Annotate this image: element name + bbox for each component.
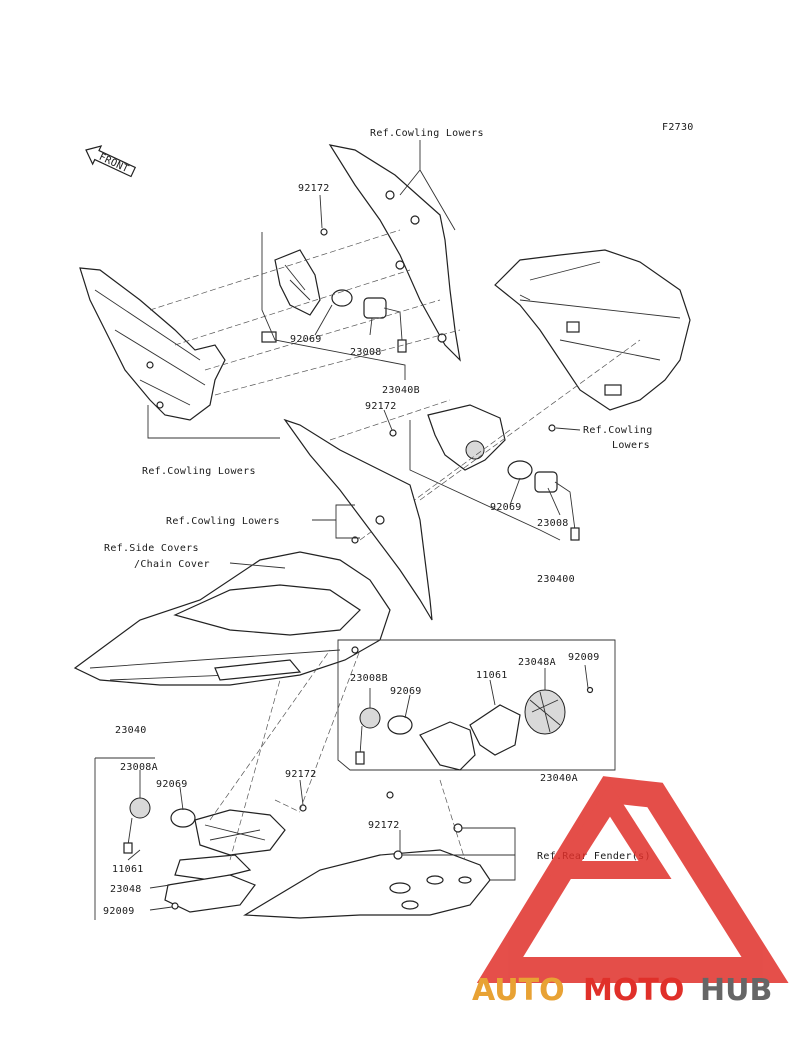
assembly-lines-lower xyxy=(209,649,466,861)
label-23008: 23008 xyxy=(350,347,382,358)
automotohub-watermark-logo: AUTO MOTO HUB xyxy=(472,776,789,1008)
center-side-panel xyxy=(283,418,433,621)
turn-signal-23040A xyxy=(337,639,616,799)
label-11061-b: 11061 xyxy=(112,864,144,875)
label-230400: 230400 xyxy=(537,574,575,585)
rear-fender xyxy=(243,804,491,919)
tail-cover xyxy=(73,551,391,686)
label-92069-b: 92069 xyxy=(490,502,522,513)
label-23040A: 23040A xyxy=(540,773,578,784)
label-23048A: 23048A xyxy=(518,657,556,668)
turn-signal-23040 xyxy=(94,758,286,920)
label-92009-a: 92009 xyxy=(568,652,600,663)
logo-text-auto: AUTO xyxy=(472,973,565,1008)
label-ref-cowling-lowers-top: Ref.Cowling Lowers xyxy=(370,128,484,139)
turn-signal-23040B xyxy=(261,228,407,353)
part-labels: Ref.Cowling Lowers 92172 92069 23008 230… xyxy=(103,128,653,917)
label-ref-rear-fender: Ref.Rear Fender(s) xyxy=(537,851,651,862)
upper-center-panel xyxy=(328,144,461,362)
label-92172-c: 92172 xyxy=(285,769,317,780)
logo-text-moto: MOTO xyxy=(583,973,684,1008)
front-arrow-icon: FRONT xyxy=(85,145,137,178)
label-ref-cowling-right-2: Lowers xyxy=(612,440,650,451)
label-23008B: 23008B xyxy=(350,673,388,684)
turn-signal-230400 xyxy=(389,404,580,541)
label-ref-cowling-right-1: Ref.Cowling xyxy=(583,425,653,436)
label-ref-cowling-lowers-mid: Ref.Cowling Lowers xyxy=(166,516,280,527)
label-92172-a: 92172 xyxy=(298,183,330,194)
label-ref-side-covers-1: Ref.Side Covers xyxy=(104,543,199,554)
right-upper-cowling xyxy=(494,249,691,411)
logo-text-hub: HUB xyxy=(700,973,772,1008)
label-92009-b: 92009 xyxy=(103,906,135,917)
label-23040B: 23040B xyxy=(382,385,420,396)
left-lower-cowling xyxy=(79,267,226,421)
label-92069-a: 92069 xyxy=(290,334,322,345)
label-92172-b: 92172 xyxy=(365,401,397,412)
label-23008-b: 23008 xyxy=(537,518,569,529)
figure-code: F2730 xyxy=(662,122,694,133)
assembly-lines-upper xyxy=(149,229,461,396)
label-23040: 23040 xyxy=(115,725,147,736)
front-label: FRONT xyxy=(97,152,130,175)
label-11061-a: 11061 xyxy=(476,670,508,681)
label-23048: 23048 xyxy=(110,884,142,895)
label-23008A: 23008A xyxy=(120,762,158,773)
label-92069-d: 92069 xyxy=(156,779,188,790)
label-ref-cowling-lowers-left: Ref.Cowling Lowers xyxy=(142,466,256,477)
label-92069-c: 92069 xyxy=(390,686,422,697)
leader-lines xyxy=(95,140,589,911)
label-92172-d: 92172 xyxy=(368,820,400,831)
label-ref-side-covers-2: /Chain Cover xyxy=(134,559,210,570)
